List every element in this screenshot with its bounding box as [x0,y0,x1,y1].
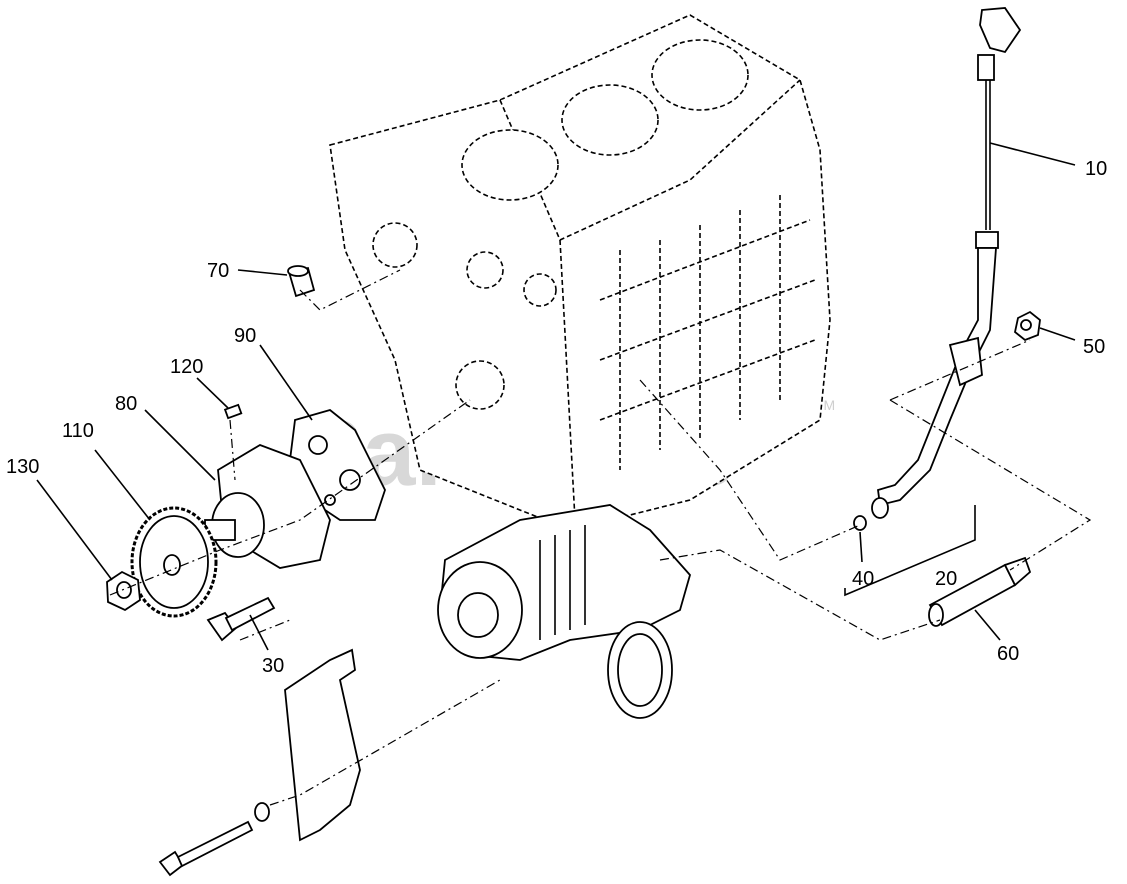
callout-90: 90 [234,325,256,347]
plug [287,265,316,298]
o-ring [853,515,867,531]
callout-70: 70 [207,260,229,282]
pulley-ring-inner [617,633,663,707]
leader-lines [36,142,1076,651]
dipstick [977,7,1022,230]
callout-80: 80 [115,393,137,415]
callout-50: 50 [1083,336,1105,358]
callout-110: 110 [62,420,94,442]
key [223,403,243,420]
nut-50 [1014,310,1041,342]
callout-labels: 10 20 30 40 50 60 70 80 90 110 120 130 [6,158,1107,677]
dipstick-guide-tube [871,231,999,519]
callout-20: 20 [935,568,957,590]
assembly-lines [109,269,1092,806]
bracket [284,648,361,842]
callout-60: 60 [997,643,1019,665]
bolt-30 [206,596,276,642]
callout-120: 120 [170,356,203,378]
callout-10: 10 [1085,158,1107,180]
long-bolt [158,802,270,877]
oil-pump [204,444,331,569]
callout-30: 30 [262,655,284,677]
alternator [437,504,692,661]
callout-40: 40 [852,568,874,590]
callout-130: 130 [6,456,39,478]
stud [928,556,1032,627]
gear [130,506,218,618]
nut-130 [106,570,141,612]
engine-block [329,14,831,531]
